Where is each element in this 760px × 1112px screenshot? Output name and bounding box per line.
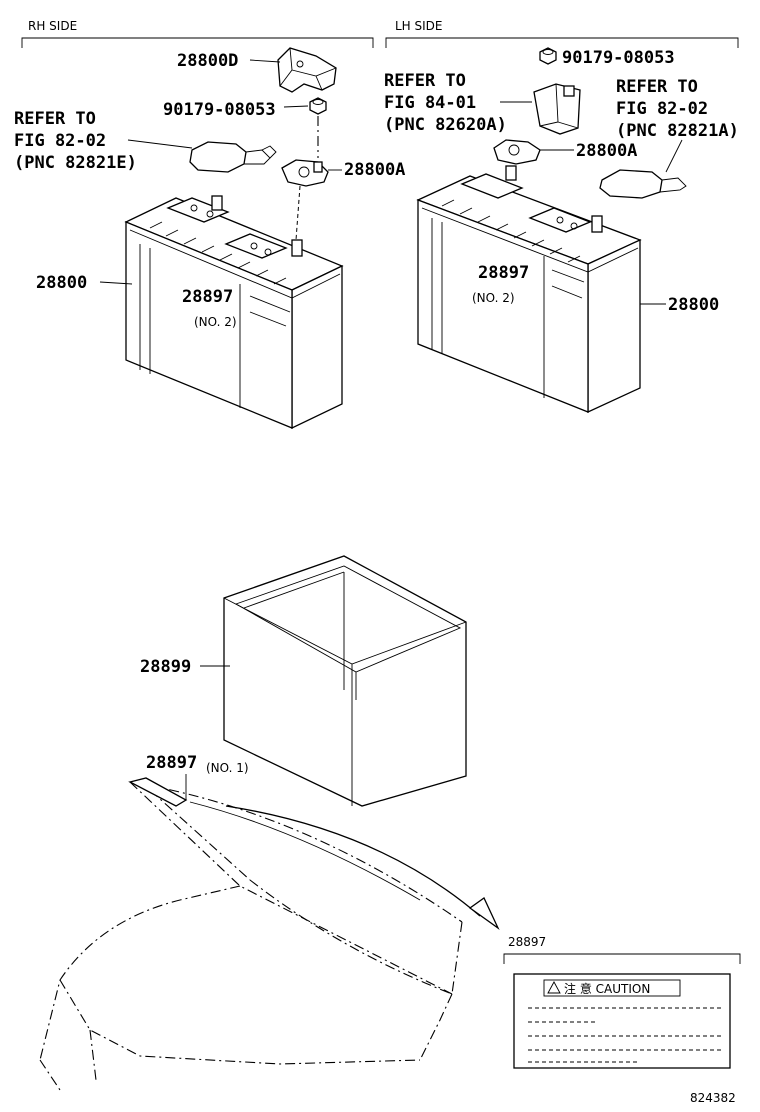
lh-refer-a-line-2: FIG 84-01: [384, 93, 476, 113]
rh-battery-terminal: [281, 159, 329, 187]
lh-label-part-number: 28897: [478, 263, 529, 283]
pointer-arrow: [225, 805, 500, 930]
lh-refer-b-line-3: (PNC 82821A): [616, 121, 739, 141]
rh-battery-part-number: 28800: [36, 273, 87, 293]
rh-refer-line-2: FIG 82-02: [14, 131, 106, 151]
drawing-number: 824382: [690, 1091, 736, 1105]
rh-side-heading: RH SIDE: [28, 19, 77, 33]
lh-refer-b-line-2: FIG 82-02: [616, 99, 708, 119]
lh-side-bracket: [385, 37, 739, 48]
rh-terminal-cover: [277, 47, 337, 93]
rh-nut: [309, 97, 327, 115]
rh-referenced-cover: [189, 141, 277, 173]
lh-refer-a-line-3: (PNC 82620A): [384, 115, 507, 135]
warning-triangle-icon: [547, 981, 561, 994]
caution-title-box: [543, 979, 681, 997]
caution-box-bracket: [503, 953, 741, 964]
lh-referenced-cover: [599, 169, 687, 199]
rh-label-part-number: 28897: [182, 287, 233, 307]
rh-terminal-part-number: 28800A: [344, 160, 405, 180]
rh-refer-line-3: (PNC 82821E): [14, 153, 137, 173]
lh-label-part-sub: (NO. 2): [472, 291, 515, 305]
hood-outline: [39, 781, 463, 1091]
rh-nut-part-number: 90179-08053: [163, 100, 276, 120]
caution-text-lines: [528, 1007, 724, 1063]
lh-refer-a-line-1: REFER TO: [384, 71, 466, 91]
lh-battery: [416, 165, 642, 414]
caution-label: [513, 973, 731, 1069]
tray-part-number: 28899: [140, 657, 191, 677]
battery-tray: [223, 555, 467, 807]
hood-label-sticker: [128, 777, 421, 901]
rh-battery: [124, 195, 344, 430]
lh-fusible-link-block: [533, 83, 581, 135]
rh-side-bracket: [21, 37, 374, 48]
lh-side-heading: LH SIDE: [395, 19, 443, 33]
hood-label-part-number: 28897: [146, 753, 197, 773]
rh-refer-line-1: REFER TO: [14, 109, 96, 129]
caution-box-part-number: 28897: [508, 935, 546, 949]
lh-battery-part-number: 28800: [668, 295, 719, 315]
lh-terminal-part-number: 28800A: [576, 141, 637, 161]
rh-label-part-sub: (NO. 2): [194, 315, 237, 329]
lh-nut: [539, 47, 557, 65]
lh-nut-part-number: 90179-08053: [562, 48, 675, 68]
lh-refer-b-line-1: REFER TO: [616, 77, 698, 97]
caution-title: 注 意 CAUTION: [564, 981, 650, 996]
rh-cover-part-number: 28800D: [177, 51, 238, 71]
hood-label-part-sub: (NO. 1): [206, 761, 249, 775]
lh-battery-terminal: [493, 139, 541, 165]
